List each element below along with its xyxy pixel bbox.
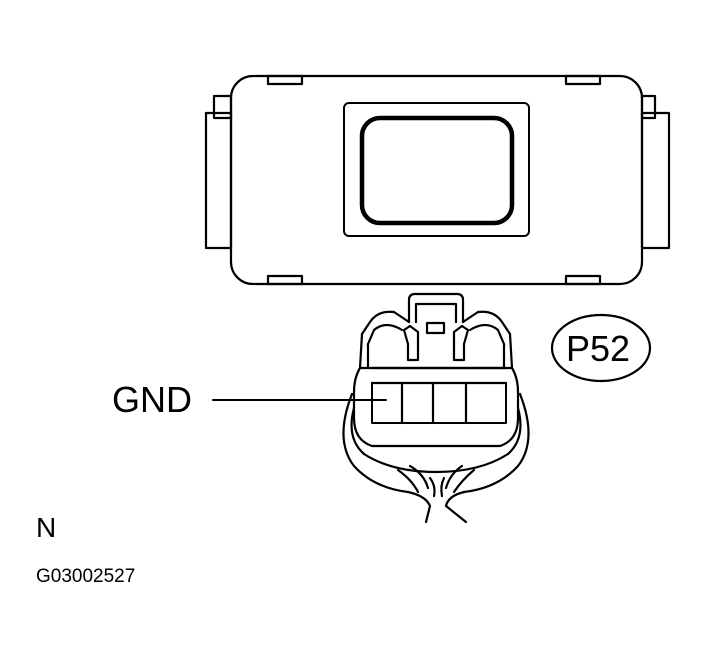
- terminal-block: [371, 382, 507, 424]
- left-side-rail: [204, 111, 233, 250]
- component-body: [204, 74, 671, 286]
- wire-left: [406, 490, 432, 524]
- button-housing: [343, 102, 530, 237]
- view-letter: N: [36, 512, 57, 543]
- right-clip-upper: [640, 94, 657, 120]
- wire-right: [444, 490, 468, 524]
- connector-id-ellipse: [550, 313, 652, 383]
- lock-lug-right: [452, 324, 470, 362]
- lock-lug-left: [402, 324, 420, 362]
- top-tab-left: [266, 74, 304, 86]
- top-tab-right: [564, 74, 602, 86]
- right-side-rail: [640, 111, 671, 250]
- bottom-tab-left: [266, 274, 304, 286]
- left-clip-upper: [212, 94, 233, 120]
- bottom-tab-right: [564, 274, 602, 286]
- latch-inner: [414, 302, 458, 324]
- harness-connector: [342, 292, 530, 524]
- figure-code: G03002527: [36, 566, 136, 587]
- gnd-label: GND: [112, 379, 192, 420]
- connector-id-label: P52: [566, 328, 631, 369]
- latch-outer: [407, 292, 465, 324]
- latch-window: [425, 321, 446, 335]
